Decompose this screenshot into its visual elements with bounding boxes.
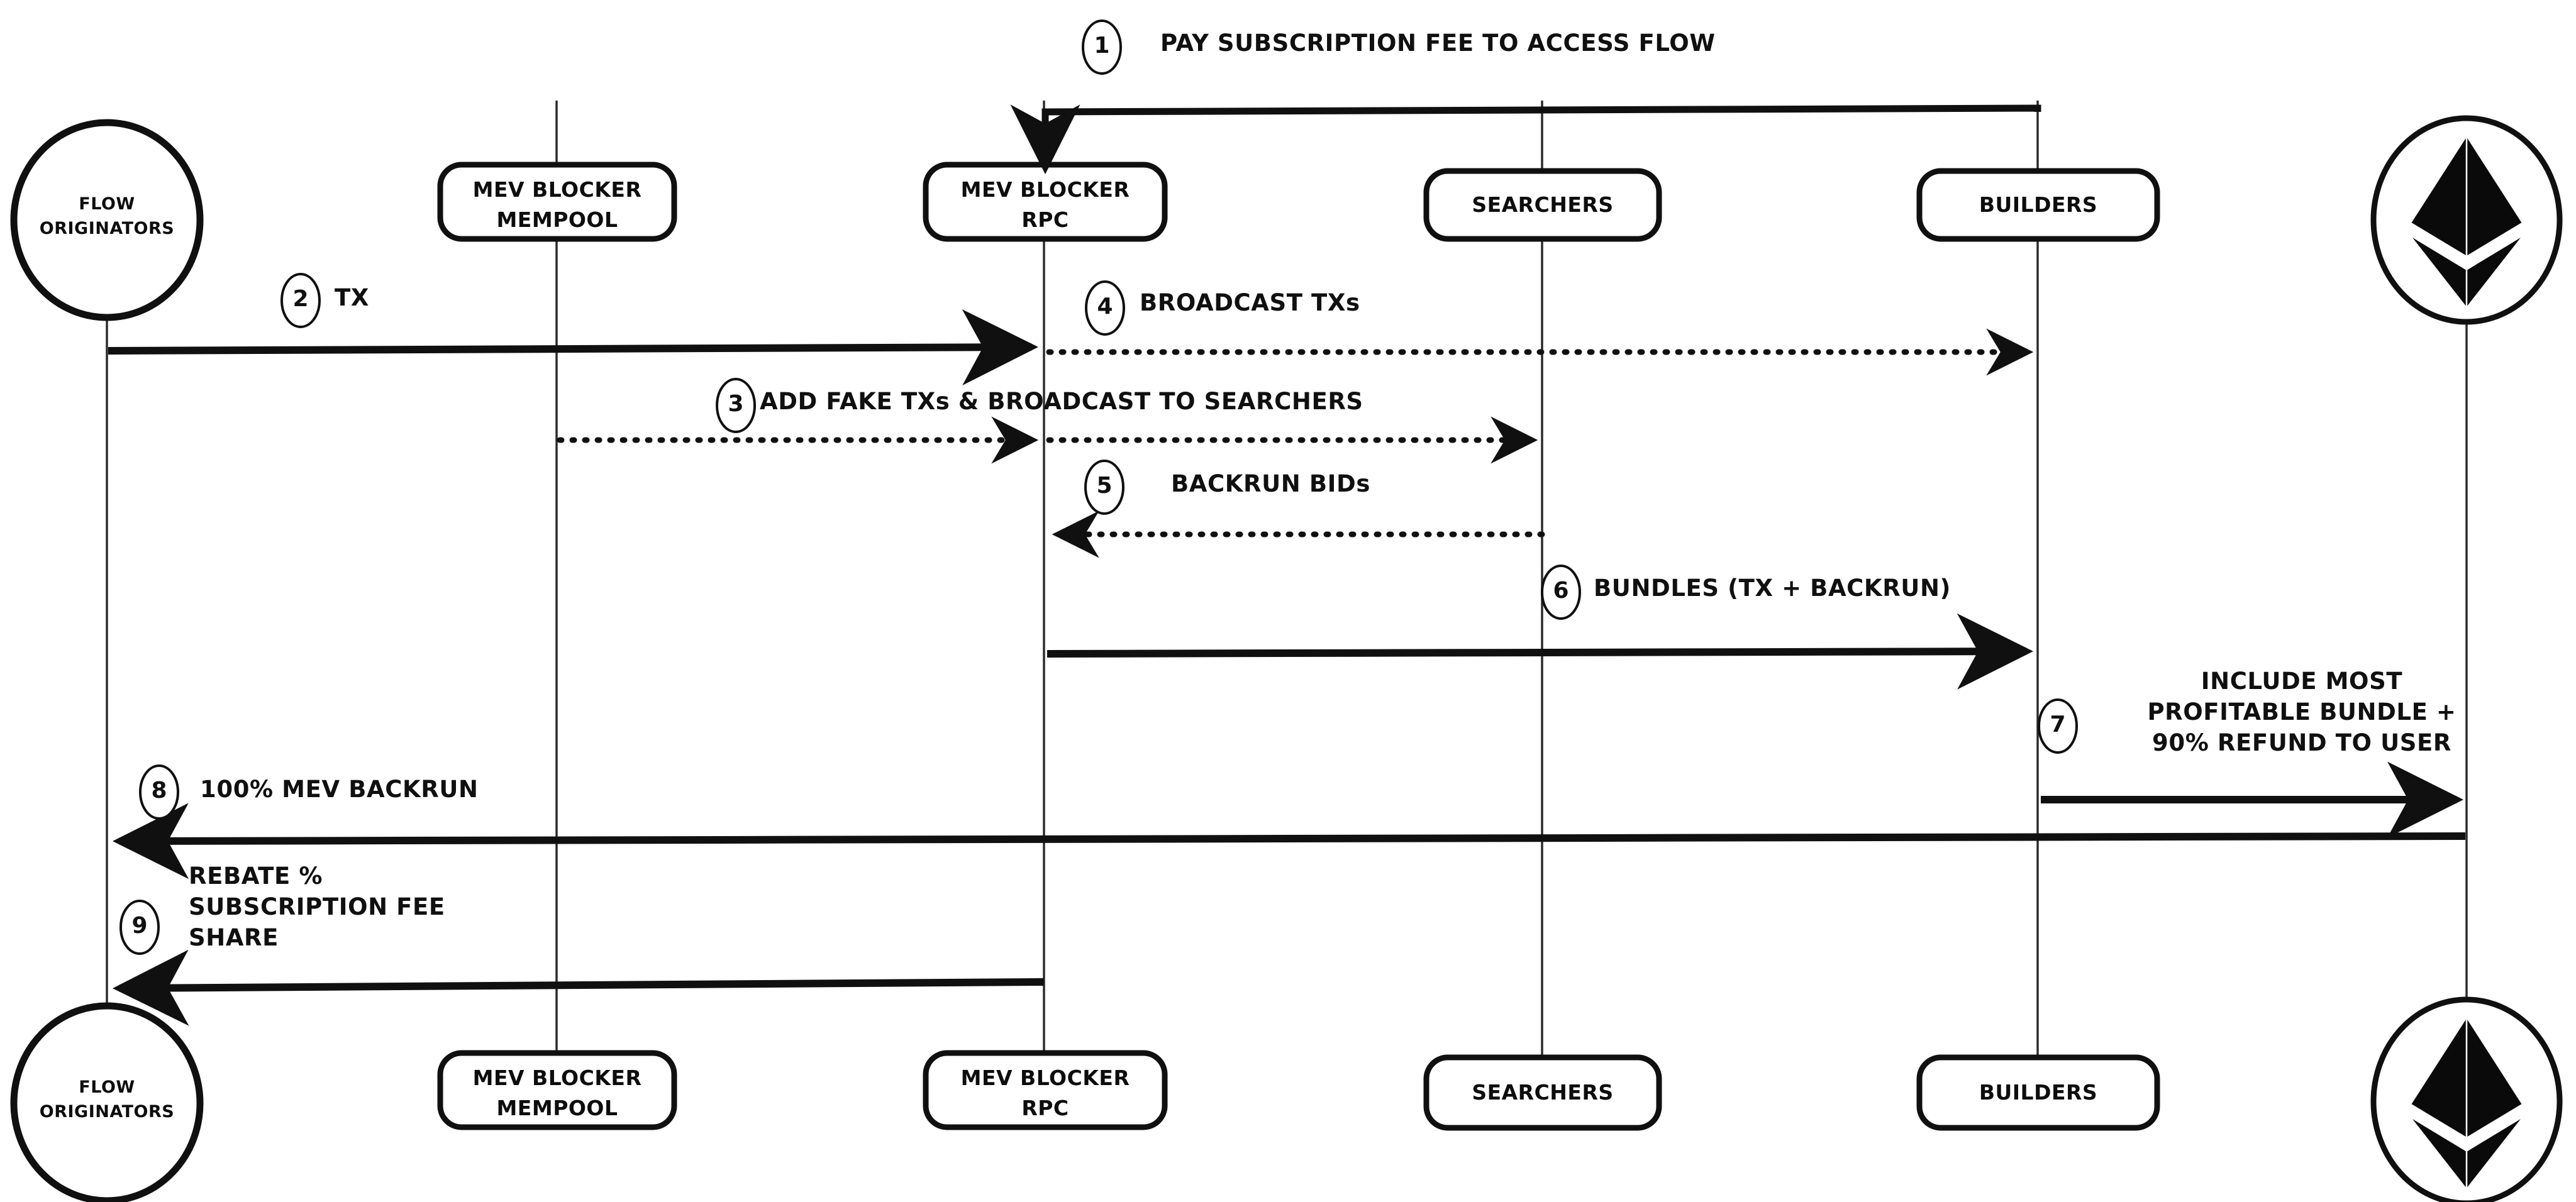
step-number-1: 1 <box>1094 33 1110 58</box>
step-number-5: 5 <box>1096 473 1113 499</box>
message-arrow-6 <box>1046 613 2033 690</box>
lifeline-head-mev-blocker-mempool <box>437 162 677 242</box>
lifeline-head-flow-originators <box>10 119 204 321</box>
step-circle-4 <box>1085 280 1125 336</box>
step-number-circles <box>119 19 2078 955</box>
step-circle-6 <box>1541 565 1581 620</box>
step-circle-8 <box>139 764 179 820</box>
message-label-7: INCLUDE MOST PROFITABLE BUNDLE + 90% REF… <box>2147 668 2457 756</box>
lifeline-foot-mev-blocker-mempool <box>437 1050 677 1130</box>
step-number-7: 7 <box>2050 712 2066 737</box>
step-circle-2 <box>280 273 321 328</box>
message-label-2: TX <box>335 284 369 311</box>
ethereum-logo-icon-bottom <box>2370 996 2563 1202</box>
step-number-8: 8 <box>151 778 167 803</box>
step-number-4: 4 <box>1097 294 1113 319</box>
message-label-8: 100% MEV BACKRUN <box>200 776 479 803</box>
ethereum-logo-icon-top <box>2370 115 2563 325</box>
message-label-3: ADD FAKE TXs & BROADCAST TO SEARCHERS <box>760 388 1363 415</box>
lifeline-head-builders <box>1916 168 2160 242</box>
step-number-3: 3 <box>728 391 744 417</box>
step-number-2: 2 <box>292 286 309 312</box>
message-label-9: REBATE % SUBSCRIPTION FEE SHARE <box>189 863 445 951</box>
step-circle-7 <box>2038 698 2078 754</box>
step-number-9: 9 <box>131 913 148 939</box>
step-circle-3 <box>716 378 756 433</box>
step-number-6: 6 <box>1553 578 1569 604</box>
message-arrow-2 <box>108 309 1038 385</box>
lifeline-head-mev-blocker-rpc <box>923 162 1168 242</box>
message-label-5: BACKRUN BIDs <box>1171 470 1370 497</box>
lifeline-foot-mev-blocker-rpc <box>923 1050 1168 1130</box>
lifeline-foot-searchers <box>1423 1054 1662 1131</box>
message-arrow-8 <box>113 803 2466 879</box>
message-label-4: BROADCAST TXs <box>1140 289 1360 316</box>
step-circle-1 <box>1082 19 1122 75</box>
message-arrow-9 <box>113 949 1045 1026</box>
message-label-6: BUNDLES (TX + BACKRUN) <box>1594 575 1951 602</box>
lifeline-foot-flow-originators <box>10 1002 204 1202</box>
message-arrow-1 <box>1010 104 2041 175</box>
step-circle-9 <box>119 900 160 955</box>
lifeline-foot-builders <box>1916 1054 2160 1131</box>
message-label-1: PAY SUBSCRIPTION FEE TO ACCESS FLOW <box>1160 30 1716 57</box>
lifeline-head-searchers <box>1423 168 1662 242</box>
lifeline-lines <box>106 101 2468 1094</box>
step-circle-5 <box>1084 460 1124 515</box>
